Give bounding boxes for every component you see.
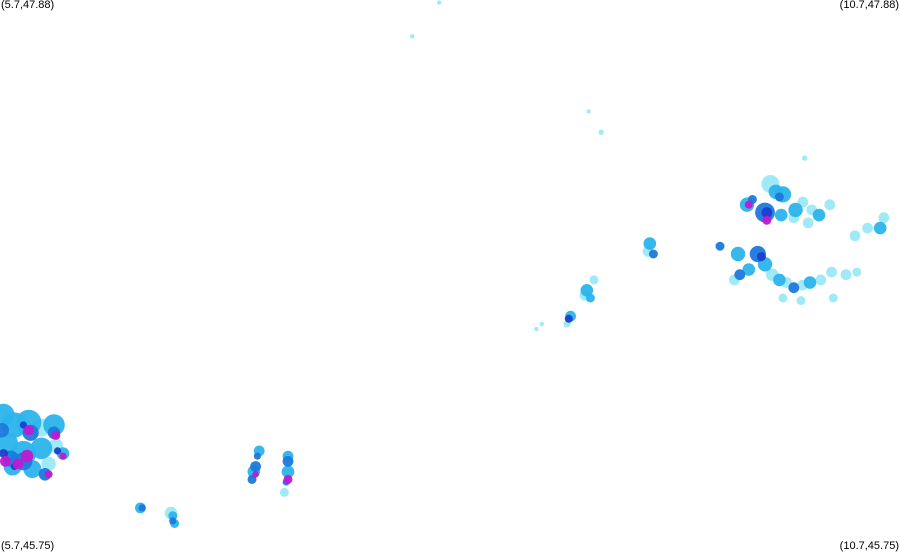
precip-cell-strong [138, 504, 146, 512]
precipitation-cells [0, 0, 890, 528]
precip-cell-medium [580, 284, 594, 297]
precip-cell-light [815, 274, 827, 286]
precip-cell-extreme [12, 458, 24, 470]
precip-cell-light [840, 269, 852, 281]
precip-cell-medium [812, 208, 826, 222]
precip-cell-strong [250, 461, 261, 472]
precip-cell-medium [643, 237, 657, 250]
precip-cell-medium [585, 293, 595, 303]
precip-cell-heavy [564, 314, 573, 323]
precip-cell-heavy [0, 449, 9, 458]
precip-cell-strong [169, 517, 177, 525]
precip-cell-light [828, 293, 838, 303]
precip-cell-heavy [54, 447, 62, 455]
precip-cell-extreme [20, 449, 34, 463]
precip-cell-strong [715, 241, 725, 251]
precip-cell-light [586, 109, 591, 114]
precip-cell-medium [30, 437, 53, 460]
precip-cell-light [598, 129, 604, 135]
precip-cell-light [437, 0, 442, 5]
precip-cell-extreme [762, 215, 772, 225]
precip-cell-extreme [252, 471, 259, 478]
coordinate-label-bottom-left: (5.7,45.75) [1, 540, 55, 552]
precip-cell-light [534, 326, 539, 332]
precip-cell-extreme [744, 200, 753, 209]
precip-cell-medium [788, 202, 803, 218]
precip-cell-light [778, 293, 788, 303]
precip-cell-light [801, 155, 808, 161]
precip-cell-extreme [23, 425, 34, 436]
precip-cell-medium [281, 465, 295, 479]
precip-cell-light [849, 230, 861, 242]
precip-cell-extreme [283, 474, 293, 484]
precip-cell-light [824, 199, 836, 211]
precip-cell-strong [253, 452, 261, 460]
precip-cell-light [802, 217, 814, 229]
precip-cell-light [862, 222, 873, 234]
coordinate-label-top-right: (10.7,47.88) [839, 0, 899, 11]
precip-cell-strong [734, 269, 746, 281]
precip-cell-strong [0, 423, 9, 438]
precip-cell-strong [282, 455, 294, 467]
precip-cell-medium [168, 511, 178, 521]
coordinate-label-top-left: (5.7,47.88) [1, 0, 55, 11]
precip-cell-heavy [761, 207, 773, 218]
precip-cell-light [41, 456, 56, 472]
precip-cell-medium [730, 246, 746, 262]
precip-cell-medium [742, 263, 756, 276]
precip-cell-light [589, 275, 599, 285]
precip-cell-extreme [59, 452, 67, 460]
precip-cell-strong [774, 192, 784, 202]
precip-cell-extreme [51, 430, 61, 440]
precip-cell-medium [773, 273, 786, 287]
precip-cell-light [878, 212, 890, 224]
precip-cell-extreme [44, 470, 53, 479]
precip-cell-heavy [756, 252, 766, 262]
precip-cell-strong [788, 282, 800, 294]
precip-cell-light [410, 34, 415, 39]
precip-cell-light [826, 266, 837, 278]
precip-cell-extreme [0, 455, 11, 467]
precip-cell-medium [774, 208, 788, 222]
precip-cell-medium [803, 276, 817, 289]
coordinate-label-bottom-right: (10.7,45.75) [839, 540, 899, 552]
precip-cell-light [796, 296, 806, 306]
precip-cell-light [279, 487, 289, 497]
precip-cell-medium [873, 221, 887, 235]
precip-cell-light [539, 321, 544, 327]
precip-cell-strong [648, 249, 658, 259]
precip-cell-light [852, 267, 862, 277]
